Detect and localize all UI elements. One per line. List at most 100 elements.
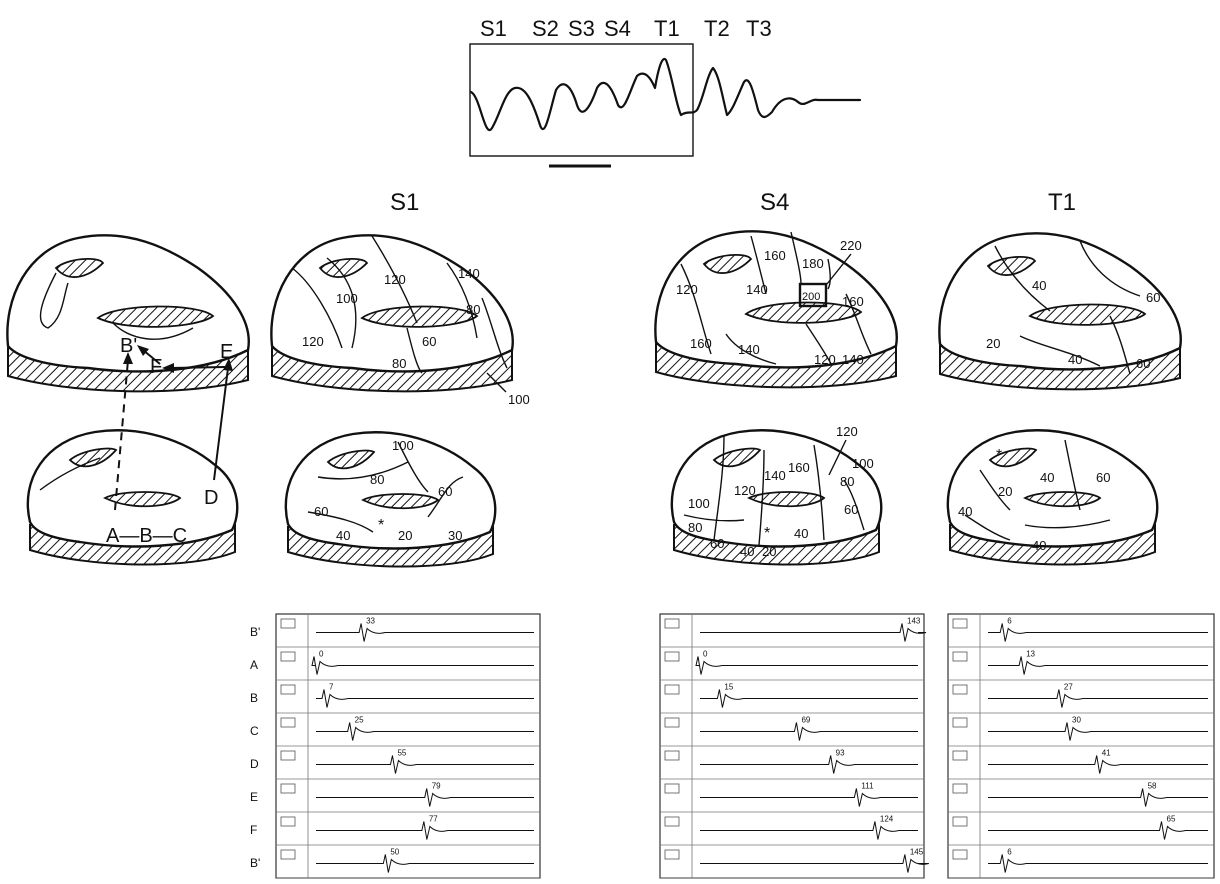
s1-lower-iso-40: 40 [336, 528, 350, 543]
s1-lower-iso-30: 30 [448, 528, 462, 543]
s4-lower-iso-100a: 100 [688, 496, 710, 511]
s1-lower-iso-100: 100 [392, 438, 414, 453]
s1-lower-map: 100 80 60 60 40 20 30 * [284, 431, 497, 568]
ecg-label-s1: S1 [480, 16, 507, 41]
s1-upper-iso-60: 60 [422, 334, 436, 349]
ecg-label-s2: S2 [532, 16, 559, 41]
electrogram-trace [316, 623, 534, 642]
t1-lower-iso-20: 20 [998, 484, 1012, 499]
electrogram-activation-time: 0 [703, 650, 708, 659]
electrogram-gain-box [280, 849, 296, 860]
s4-upper-iso-160b: 160 [842, 294, 864, 309]
s4-lower-map: 120 160 140 120 100 80 60 40 20 40 60 80… [670, 424, 883, 566]
electrogram-row-label: F [250, 823, 257, 837]
s1-upper-iso-140: 140 [458, 266, 480, 281]
t1-lower-star: * [996, 447, 1002, 464]
electrogram-trace [988, 755, 1208, 774]
s1-lower-iso-60b: 60 [438, 484, 452, 499]
electrogram-activation-time: 41 [1102, 749, 1111, 758]
electrogram-activation-time: 65 [1167, 815, 1176, 824]
t1-upper-iso-60a: 60 [1146, 290, 1160, 305]
electrogram-activation-time: 93 [836, 749, 845, 758]
s4-upper-iso-160a: 160 [764, 248, 786, 263]
s4-lower-iso-100b: 100 [852, 456, 874, 471]
electrogram-trace [700, 689, 918, 708]
s4-upper-iso-120a: 120 [676, 282, 698, 297]
s4-lower-iso-140: 140 [764, 468, 786, 483]
electrogram-trace [700, 821, 918, 840]
electrogram-trace [700, 788, 918, 807]
ecg-label-t3: T3 [746, 16, 772, 41]
s4-lower-iso-40b: 40 [794, 526, 808, 541]
map-title-t1: T1 [1048, 189, 1076, 216]
t1-upper-iso-40a: 40 [1032, 278, 1046, 293]
electrogram-row-label: D [250, 757, 259, 771]
t1-lower-iso-40b: 40 [958, 504, 972, 519]
electrogram-activation-time: 77 [429, 815, 438, 824]
electrogram-gain-box [280, 618, 296, 629]
ecg-selection-box [469, 43, 694, 157]
s4-upper-map: 220 160 180 200 140 120 160 140 160 120 … [654, 230, 898, 389]
s4-lower-iso-120b: 120 [734, 483, 756, 498]
electrogram-gain-box [664, 618, 680, 629]
electrogram-trace [700, 623, 927, 642]
electrogram-activation-time: 143 [907, 617, 921, 626]
electrogram-gain-box [664, 849, 680, 860]
electrogram-trace [700, 755, 918, 774]
electrogram-trace [988, 788, 1208, 807]
electrogram-gain-box [280, 783, 296, 794]
s1-lower-star: * [378, 517, 384, 534]
s1-lower-iso-60a: 60 [314, 504, 328, 519]
electrogram-activation-time: 0 [319, 650, 324, 659]
electrogram-gain-box [664, 684, 680, 695]
electrogram-row-label: B' [250, 856, 260, 870]
electrogram-gain-box [664, 717, 680, 728]
electrogram-trace [988, 689, 1208, 708]
s1-upper-iso-80a: 80 [466, 302, 480, 317]
s1-lower-iso-80: 80 [370, 472, 384, 487]
s1-upper-iso-80b: 80 [392, 356, 406, 371]
electrogram-activation-time: 55 [397, 749, 406, 758]
electrogram-gain-box [664, 750, 680, 761]
electrogram-activation-time: 30 [1072, 716, 1081, 725]
schematic-label-f: F [150, 356, 162, 378]
s4-lower-iso-120a: 120 [836, 424, 858, 439]
s4-lower-iso-60a: 60 [710, 536, 724, 551]
s4-upper-iso-220: 220 [840, 238, 862, 253]
electrogram-trace [988, 623, 1208, 642]
electrogram-row-label: A [250, 658, 258, 672]
t1-upper-iso-60b: 60 [1136, 356, 1150, 371]
t1-lower-map: 20 40 60 40 40 * [946, 429, 1159, 566]
electrogram-activation-time: 79 [432, 782, 441, 791]
electrogram-gain-box [664, 783, 680, 794]
s4-upper-iso-140a: 140 [746, 282, 768, 297]
electrogram-trace [316, 821, 534, 840]
electrogram-trace [316, 788, 534, 807]
electrogram-activation-time: 69 [801, 716, 810, 725]
s1-upper-iso-100: 100 [336, 291, 358, 306]
ecg-label-t1: T1 [654, 16, 680, 41]
schematic-pathway [114, 345, 233, 511]
electrogram-trace [316, 689, 534, 708]
electrogram-gain-box [952, 750, 968, 761]
electrogram-row-label: B' [250, 625, 260, 639]
electrogram-activation-time: 111 [861, 782, 874, 791]
t1-lower-iso-40c: 40 [1032, 538, 1046, 553]
electrogram-gain-box [952, 618, 968, 629]
s4-upper-iso-120b: 120 [814, 352, 836, 367]
electrogram-gain-box [952, 651, 968, 662]
t1-upper-iso-20: 20 [986, 336, 1000, 351]
electrogram-trace [316, 854, 534, 873]
s4-lower-star: * [764, 525, 770, 542]
s1-upper-iso-120a: 120 [384, 272, 406, 287]
t1-lower-iso-60: 60 [1096, 470, 1110, 485]
s4-upper-iso-160c: 160 [690, 336, 712, 351]
map-title-s1: S1 [390, 189, 419, 216]
electrogram-activation-time: 33 [366, 617, 375, 626]
electrogram-activation-time: 6 [1007, 848, 1012, 857]
electrogram-gain-box [952, 684, 968, 695]
schematic-label-bprime: B' [120, 335, 137, 357]
